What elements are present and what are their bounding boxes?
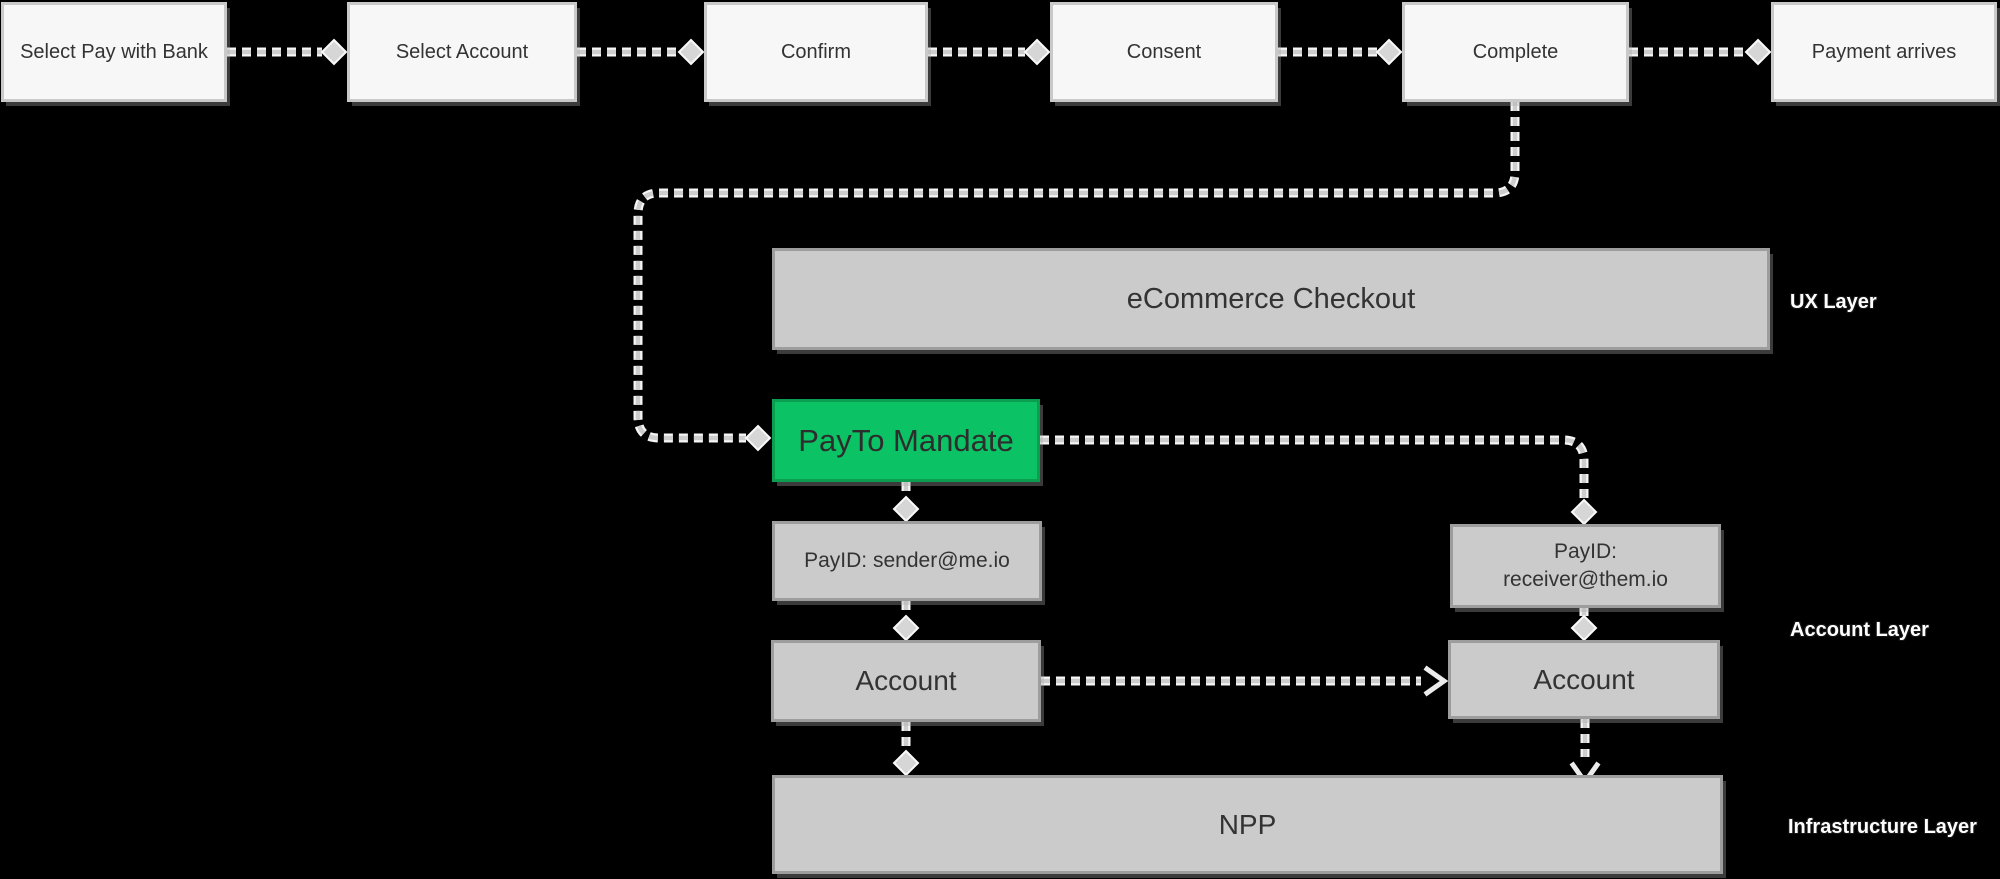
payid-receiver-line2: receiver@them.io (1503, 568, 1668, 591)
node-payid-receiver: PayID: receiver@them.io (1450, 524, 1721, 608)
payid-receiver-line1: PayID: (1553, 540, 1618, 563)
diamond-arrowhead (1570, 498, 1598, 526)
step-select-account: Select Account (347, 2, 577, 102)
diamond-arrowhead (677, 38, 705, 66)
diamond-arrowhead (892, 495, 920, 523)
node-ecommerce-checkout: eCommerce Checkout (772, 248, 1770, 350)
diamond-arrowhead (892, 749, 920, 777)
layer-label-infrastructure: Infrastructure Layer (1788, 816, 1977, 838)
connector-payto-payid-receiver (1040, 437, 1587, 500)
diamond-arrowhead (1023, 38, 1051, 66)
step-payment-arrives: Payment arrives (1771, 2, 1997, 102)
node-account-receiver: Account (1448, 640, 1720, 719)
node-payid-sender: PayID: sender@me.io (772, 521, 1042, 601)
connector-payto-payid-receiver (1040, 435, 1589, 500)
diamond-arrowhead (892, 614, 920, 642)
step-complete: Complete (1402, 2, 1629, 102)
chevron-arrowhead-right (1423, 665, 1449, 697)
diamond-arrowhead (1570, 614, 1598, 642)
layer-label-ux: UX Layer (1790, 291, 1877, 313)
diamond-arrowhead (1744, 38, 1772, 66)
step-confirm: Confirm (704, 2, 928, 102)
diamond-arrowhead (320, 38, 348, 66)
node-payto-mandate: PayTo Mandate (772, 399, 1040, 482)
diamond-arrowhead (1375, 38, 1403, 66)
node-npp: NPP (772, 775, 1723, 874)
step-select-pay-with-bank: Select Pay with Bank (1, 2, 227, 102)
node-account-sender: Account (771, 640, 1041, 722)
connector-complete-payto (635, 102, 1518, 441)
layer-label-account: Account Layer (1790, 619, 1929, 641)
step-consent: Consent (1050, 2, 1278, 102)
diamond-arrowhead (744, 424, 772, 452)
